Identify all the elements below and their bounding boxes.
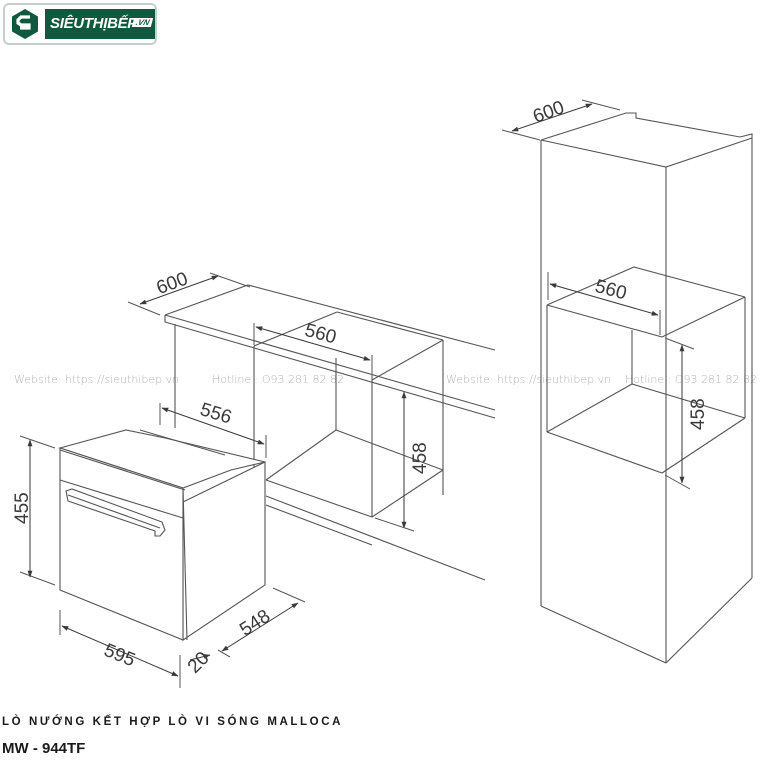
brand-band: SIÊUTHỊBẾP .VN: [45, 9, 155, 39]
svg-text:600: 600: [154, 268, 191, 299]
svg-text:560: 560: [302, 320, 338, 348]
watermark-right: Website: https://sieuthibep.vn Hotline :…: [446, 373, 757, 386]
under-counter-cabinet: [164, 284, 496, 581]
watermark-left: Website: https://sieuthibep.vn Hotline :…: [14, 373, 344, 386]
svg-text:556: 556: [198, 399, 234, 428]
svg-text:458: 458: [688, 398, 709, 430]
brand-hexagon-icon: [12, 9, 38, 39]
svg-text:Website: https://sieuthibep.vn: Website: https://sieuthibep.vn: [14, 373, 179, 386]
product-model: MW - 944TF: [2, 740, 86, 757]
svg-text:Hotline : O93 281 82 82: Hotline : O93 281 82 82: [212, 373, 344, 386]
dimension-oven-455: 455: [12, 435, 56, 586]
svg-text:560: 560: [593, 276, 629, 304]
oven-body: [58, 429, 266, 642]
svg-text:548: 548: [236, 606, 274, 641]
dimension-cutout-560: 560: [253, 320, 373, 380]
brand-name: SIÊUTHỊBẾP: [50, 15, 138, 32]
svg-text:Hotline : O93 281 82 82: Hotline : O93 281 82 82: [625, 373, 757, 386]
svg-text:595: 595: [101, 640, 138, 671]
dimension-oven-20: 20: [184, 648, 214, 678]
dimension-counter-600: 600: [127, 268, 251, 316]
svg-text:458: 458: [410, 442, 431, 474]
dimension-cabinet-560: 560: [547, 272, 661, 335]
tall-cabinet: [540, 112, 753, 664]
svg-text:455: 455: [12, 492, 33, 524]
svg-text:Website: https://sieuthibep.vn: Website: https://sieuthibep.vn: [446, 373, 611, 386]
dimension-cabinet-458: 458: [664, 337, 709, 490]
product-title: LÒ NƯỚNG KẾT HỢP LÒ VI SÓNG MALLOCA: [2, 716, 344, 728]
svg-text:600: 600: [530, 97, 567, 128]
brand-logo[interactable]: SIÊUTHỊBẾP .VN: [3, 3, 157, 45]
dimension-cutout-458: 458: [374, 391, 431, 532]
svg-text:20: 20: [184, 648, 214, 678]
